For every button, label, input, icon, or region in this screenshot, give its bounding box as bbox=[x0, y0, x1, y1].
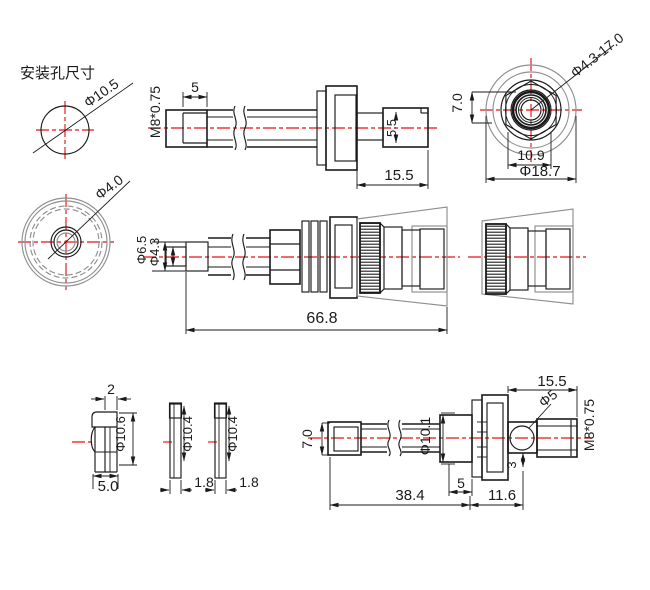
view-assembly: 66.8 Φ6.5 Φ4.3 bbox=[134, 206, 460, 334]
dim-jack-tip: 7.0 bbox=[299, 429, 315, 449]
dim-assembly-pin-dia: Φ4.3 bbox=[147, 238, 162, 266]
dim-jack-flange-dia: Φ10.1 bbox=[417, 417, 433, 456]
dim-washer2-thk: 1.8 bbox=[239, 474, 259, 490]
dim-plug-face-width: 10.9 bbox=[517, 147, 544, 163]
view-grommet: 2 Φ10.6 5.0 bbox=[72, 381, 137, 495]
dim-washer1-dia: Φ10.4 bbox=[180, 416, 195, 452]
dim-plug-face-height: 7.0 bbox=[449, 93, 465, 113]
dim-grommet-dia: Φ10.6 bbox=[113, 416, 128, 452]
dim-assembly-tip-dia: Φ6.5 bbox=[134, 236, 149, 264]
dim-jack-off: 3 bbox=[504, 461, 519, 468]
dim-jack-len116: 11.6 bbox=[488, 487, 516, 504]
dim-plug-thread: M8*0.75 bbox=[147, 86, 163, 138]
dim-assembly-len: 66.8 bbox=[306, 310, 337, 327]
dim-plug-seg5: 5 bbox=[191, 79, 199, 95]
dim-plug-slot: 5.5 bbox=[384, 119, 399, 137]
view-washer-1: Φ10.4 1.8 bbox=[160, 402, 214, 494]
dim-grommet-lip: 2 bbox=[107, 381, 115, 397]
dim-jack-len155: 15.5 bbox=[537, 373, 566, 390]
dim-jack-len384: 38.4 bbox=[395, 487, 424, 504]
dim-plug-face-dia: Φ18.7 bbox=[519, 163, 560, 180]
dim-jack-gap: 5 bbox=[457, 475, 465, 491]
dim-washer2-dia: Φ10.4 bbox=[225, 416, 240, 452]
dim-jack-thread: M8*0.75 bbox=[581, 399, 597, 451]
view-boot bbox=[468, 208, 586, 305]
view-plug-side: 5.5 M8*0.75 5 15.5 bbox=[147, 79, 438, 189]
sheet-title: 安装孔尺寸 bbox=[20, 65, 95, 82]
view-washer-2: Φ10.4 1.8 bbox=[205, 402, 259, 494]
dim-washer1-thk: 1.8 bbox=[194, 474, 214, 490]
dim-plug-len155: 15.5 bbox=[384, 167, 413, 184]
dim-grommet-width: 5.0 bbox=[98, 478, 119, 495]
